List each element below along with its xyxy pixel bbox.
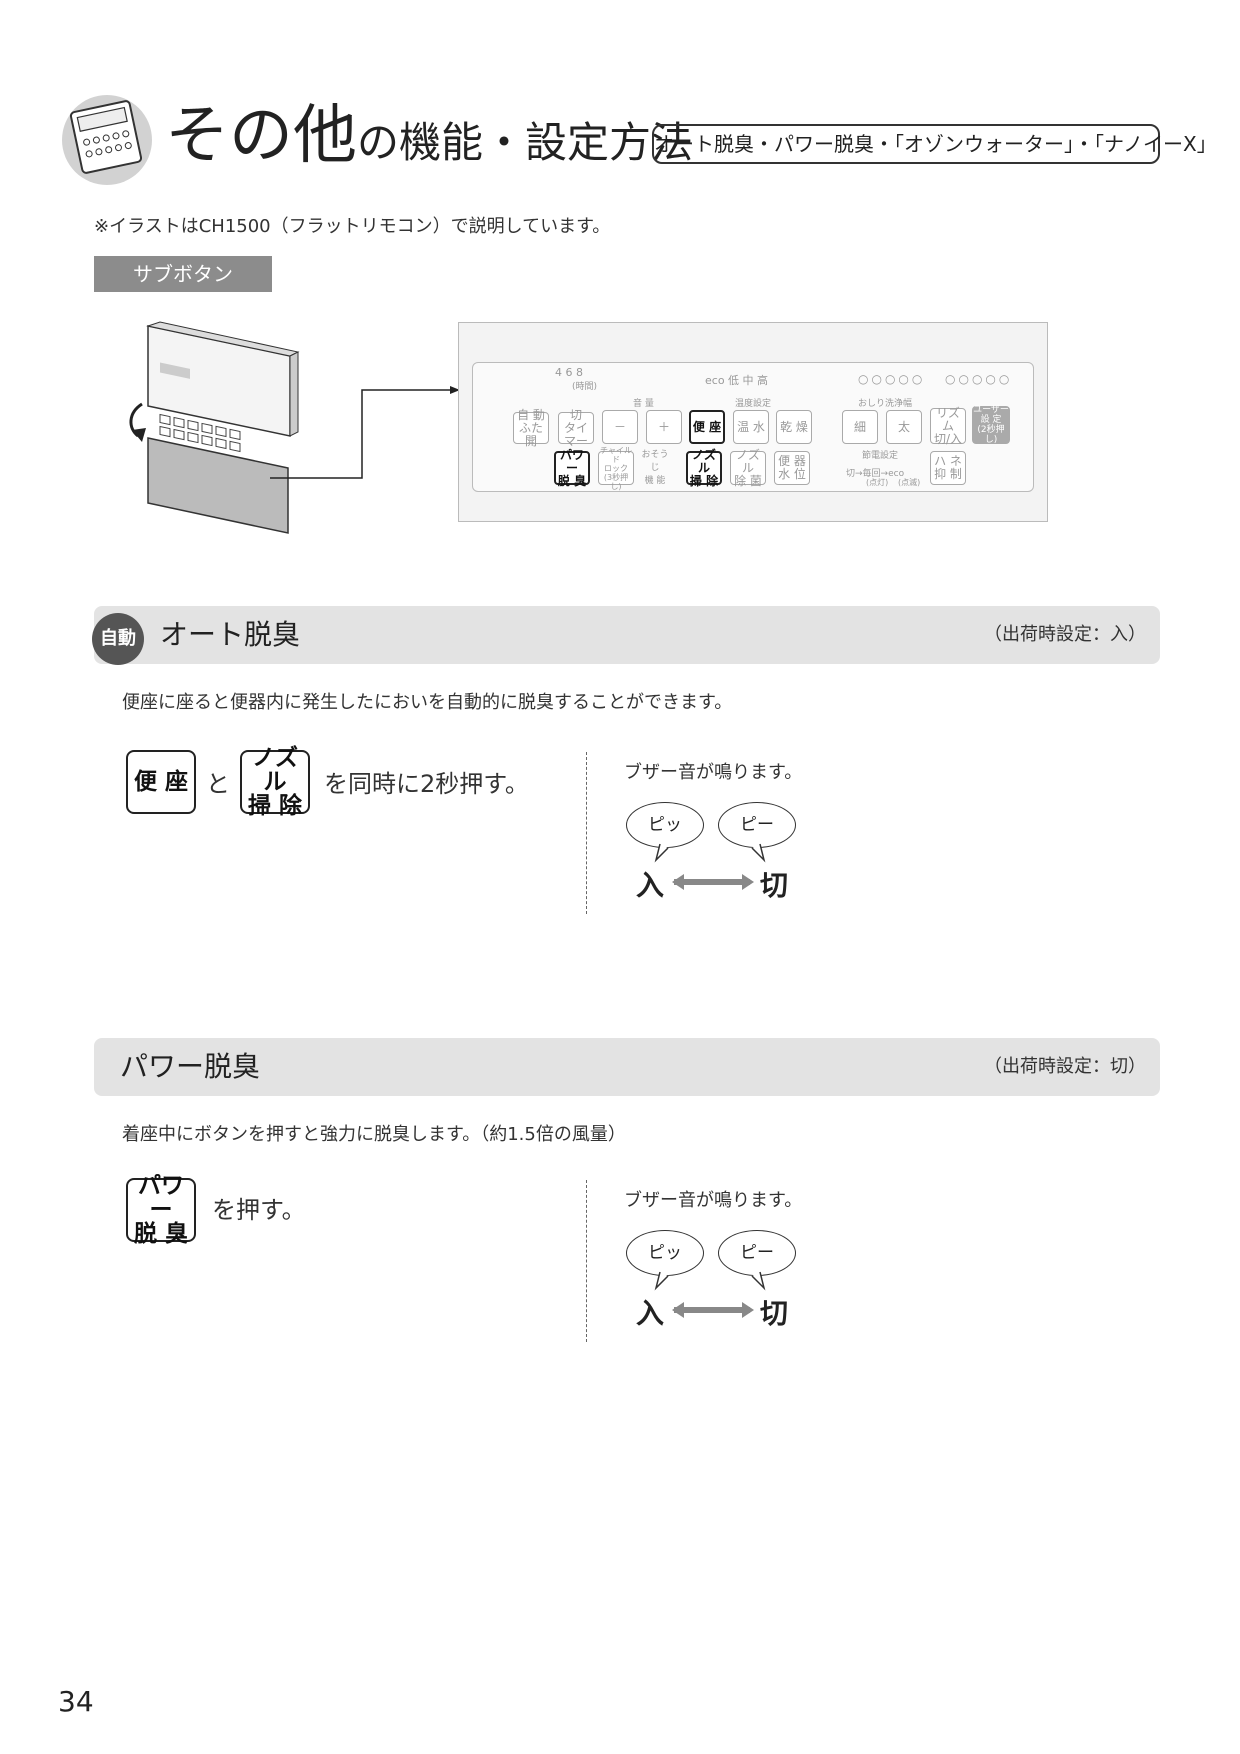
panel-key-minus[interactable]: － <box>602 410 638 444</box>
timer-hours-label: 4 6 8 <box>555 366 583 379</box>
auto-deodorize-description: 便座に座ると便器内に発生したにおいを自動的に脱臭することができます。 <box>122 692 733 713</box>
bubble-on-1: ピッ <box>626 802 704 848</box>
panel-key-rhythm[interactable]: リズム 切/入 <box>930 406 966 445</box>
user-indicator-dots: ○○○○○ <box>945 372 1013 386</box>
and-connector: と <box>206 770 230 798</box>
toggle-arrow-1 <box>654 843 766 890</box>
buzzer-note-1: ブザー音が鳴ります。 <box>624 762 803 783</box>
power-deodorize-button[interactable]: パワー 脱 臭 <box>126 1174 196 1246</box>
remote-side-illustration <box>129 321 300 534</box>
panel-key-bowl-water[interactable]: 便 器 水 位 <box>774 451 810 485</box>
callout-arrow <box>270 386 460 479</box>
power-deodorize-description: 着座中にボタンを押すと強力に脱臭します。（約1.5倍の風量） <box>122 1124 626 1145</box>
panel-key-auto-lid[interactable]: 自 動 ふた開 <box>513 408 549 447</box>
panel-key-timer[interactable]: 切 タイマー <box>558 408 594 447</box>
section-bar-power-deodorize <box>94 1038 1160 1096</box>
panel-key-narrow[interactable]: 細 <box>842 410 878 444</box>
off-label-2: 切 <box>760 1297 789 1330</box>
panel-key-warm-water[interactable]: 温 水 <box>733 410 769 444</box>
off-label-1: 切 <box>760 869 789 902</box>
divider-dashed <box>586 752 587 914</box>
auto-instruction: を同時に2秒押す。 <box>324 770 529 798</box>
panel-key-cleaning-label: おそうじ 機 能 <box>641 449 669 486</box>
volume-label: 音 量 <box>633 399 654 409</box>
panel-key-user-setting[interactable]: ユーザー 設 定 (2秒押し) <box>972 405 1010 445</box>
blink-label: (点滅) <box>898 478 921 487</box>
power-deodorize-line1: パワー <box>138 1173 184 1223</box>
nozzle-clean-line1: ノズル <box>252 745 298 795</box>
factory-default-power: （出荷時設定：切） <box>984 1056 1146 1077</box>
section-title-power-deodorize: パワー脱臭 <box>120 1050 261 1083</box>
page-number: 34 <box>58 1685 94 1718</box>
energy-setting-label: 節電設定 <box>862 451 899 461</box>
title-topics-box: オート脱臭・パワー脱臭・「オゾンウォーター」・「ナノイーX」 <box>652 124 1217 164</box>
temp-setting-label: 温度設定 <box>735 399 772 409</box>
divider-dashed-2 <box>586 1180 587 1342</box>
panel-key-nozzle-sterilize[interactable]: ノズル 除 菌 <box>730 448 766 487</box>
panel-key-wide[interactable]: 太 <box>886 410 922 444</box>
section-title-auto-deodorize: オート脱臭 <box>160 618 301 651</box>
remote-control-icon <box>70 100 142 174</box>
illustration-note: ※イラストはCH1500（フラットリモコン）で説明しています。 <box>94 216 611 237</box>
nozzle-clean-button[interactable]: ノズル 掃 除 <box>240 746 310 818</box>
panel-key-nozzle-clean[interactable]: ノズル 掃 除 <box>686 448 722 487</box>
auto-badge: 自動 <box>92 613 144 665</box>
factory-default-auto: （出荷時設定：入） <box>984 624 1146 645</box>
on-label-1: 入 <box>636 869 665 902</box>
sub-button-tag: サブボタン <box>94 256 272 292</box>
seat-button[interactable]: 便 座 <box>126 750 196 814</box>
lit-label: (点灯) <box>866 478 889 487</box>
panel-key-plus[interactable]: ＋ <box>646 410 682 444</box>
nozzle-clean-line2: 掃 除 <box>247 793 302 819</box>
timer-unit-label: (時間) <box>572 382 598 392</box>
panel-key-power-deodorize[interactable]: パワー 脱 臭 <box>554 448 590 487</box>
section-bar-auto-deodorize <box>94 606 1160 664</box>
panel-key-child-lock[interactable]: チャイルド ロック (3秒押し) <box>598 446 634 491</box>
panel-key-splash[interactable]: ハ ネ 抑 制 <box>930 451 966 485</box>
buzzer-note-2: ブザー音が鳴ります。 <box>624 1190 803 1211</box>
panel-key-seat[interactable]: 便 座 <box>689 410 725 444</box>
eco-level-label: eco 低 中 高 <box>705 374 769 387</box>
toggle-arrow-2 <box>654 1271 766 1318</box>
wash-indicator-dots: ○○○○○ <box>858 372 926 386</box>
wash-width-label: おしり洗浄幅 <box>858 399 913 409</box>
bubble-off-2: ピー <box>718 1230 796 1276</box>
on-label-2: 入 <box>636 1297 665 1330</box>
page-title: その他の機能・設定方法 <box>165 99 694 173</box>
bubble-off-1: ピー <box>718 802 796 848</box>
power-deodorize-line2: 脱 臭 <box>133 1221 188 1247</box>
panel-key-dry[interactable]: 乾 燥 <box>776 410 812 444</box>
bubble-on-2: ピッ <box>626 1230 704 1276</box>
energy-cycle-label: 切→毎回→eco <box>846 469 905 479</box>
power-instruction: を押す。 <box>212 1196 306 1224</box>
